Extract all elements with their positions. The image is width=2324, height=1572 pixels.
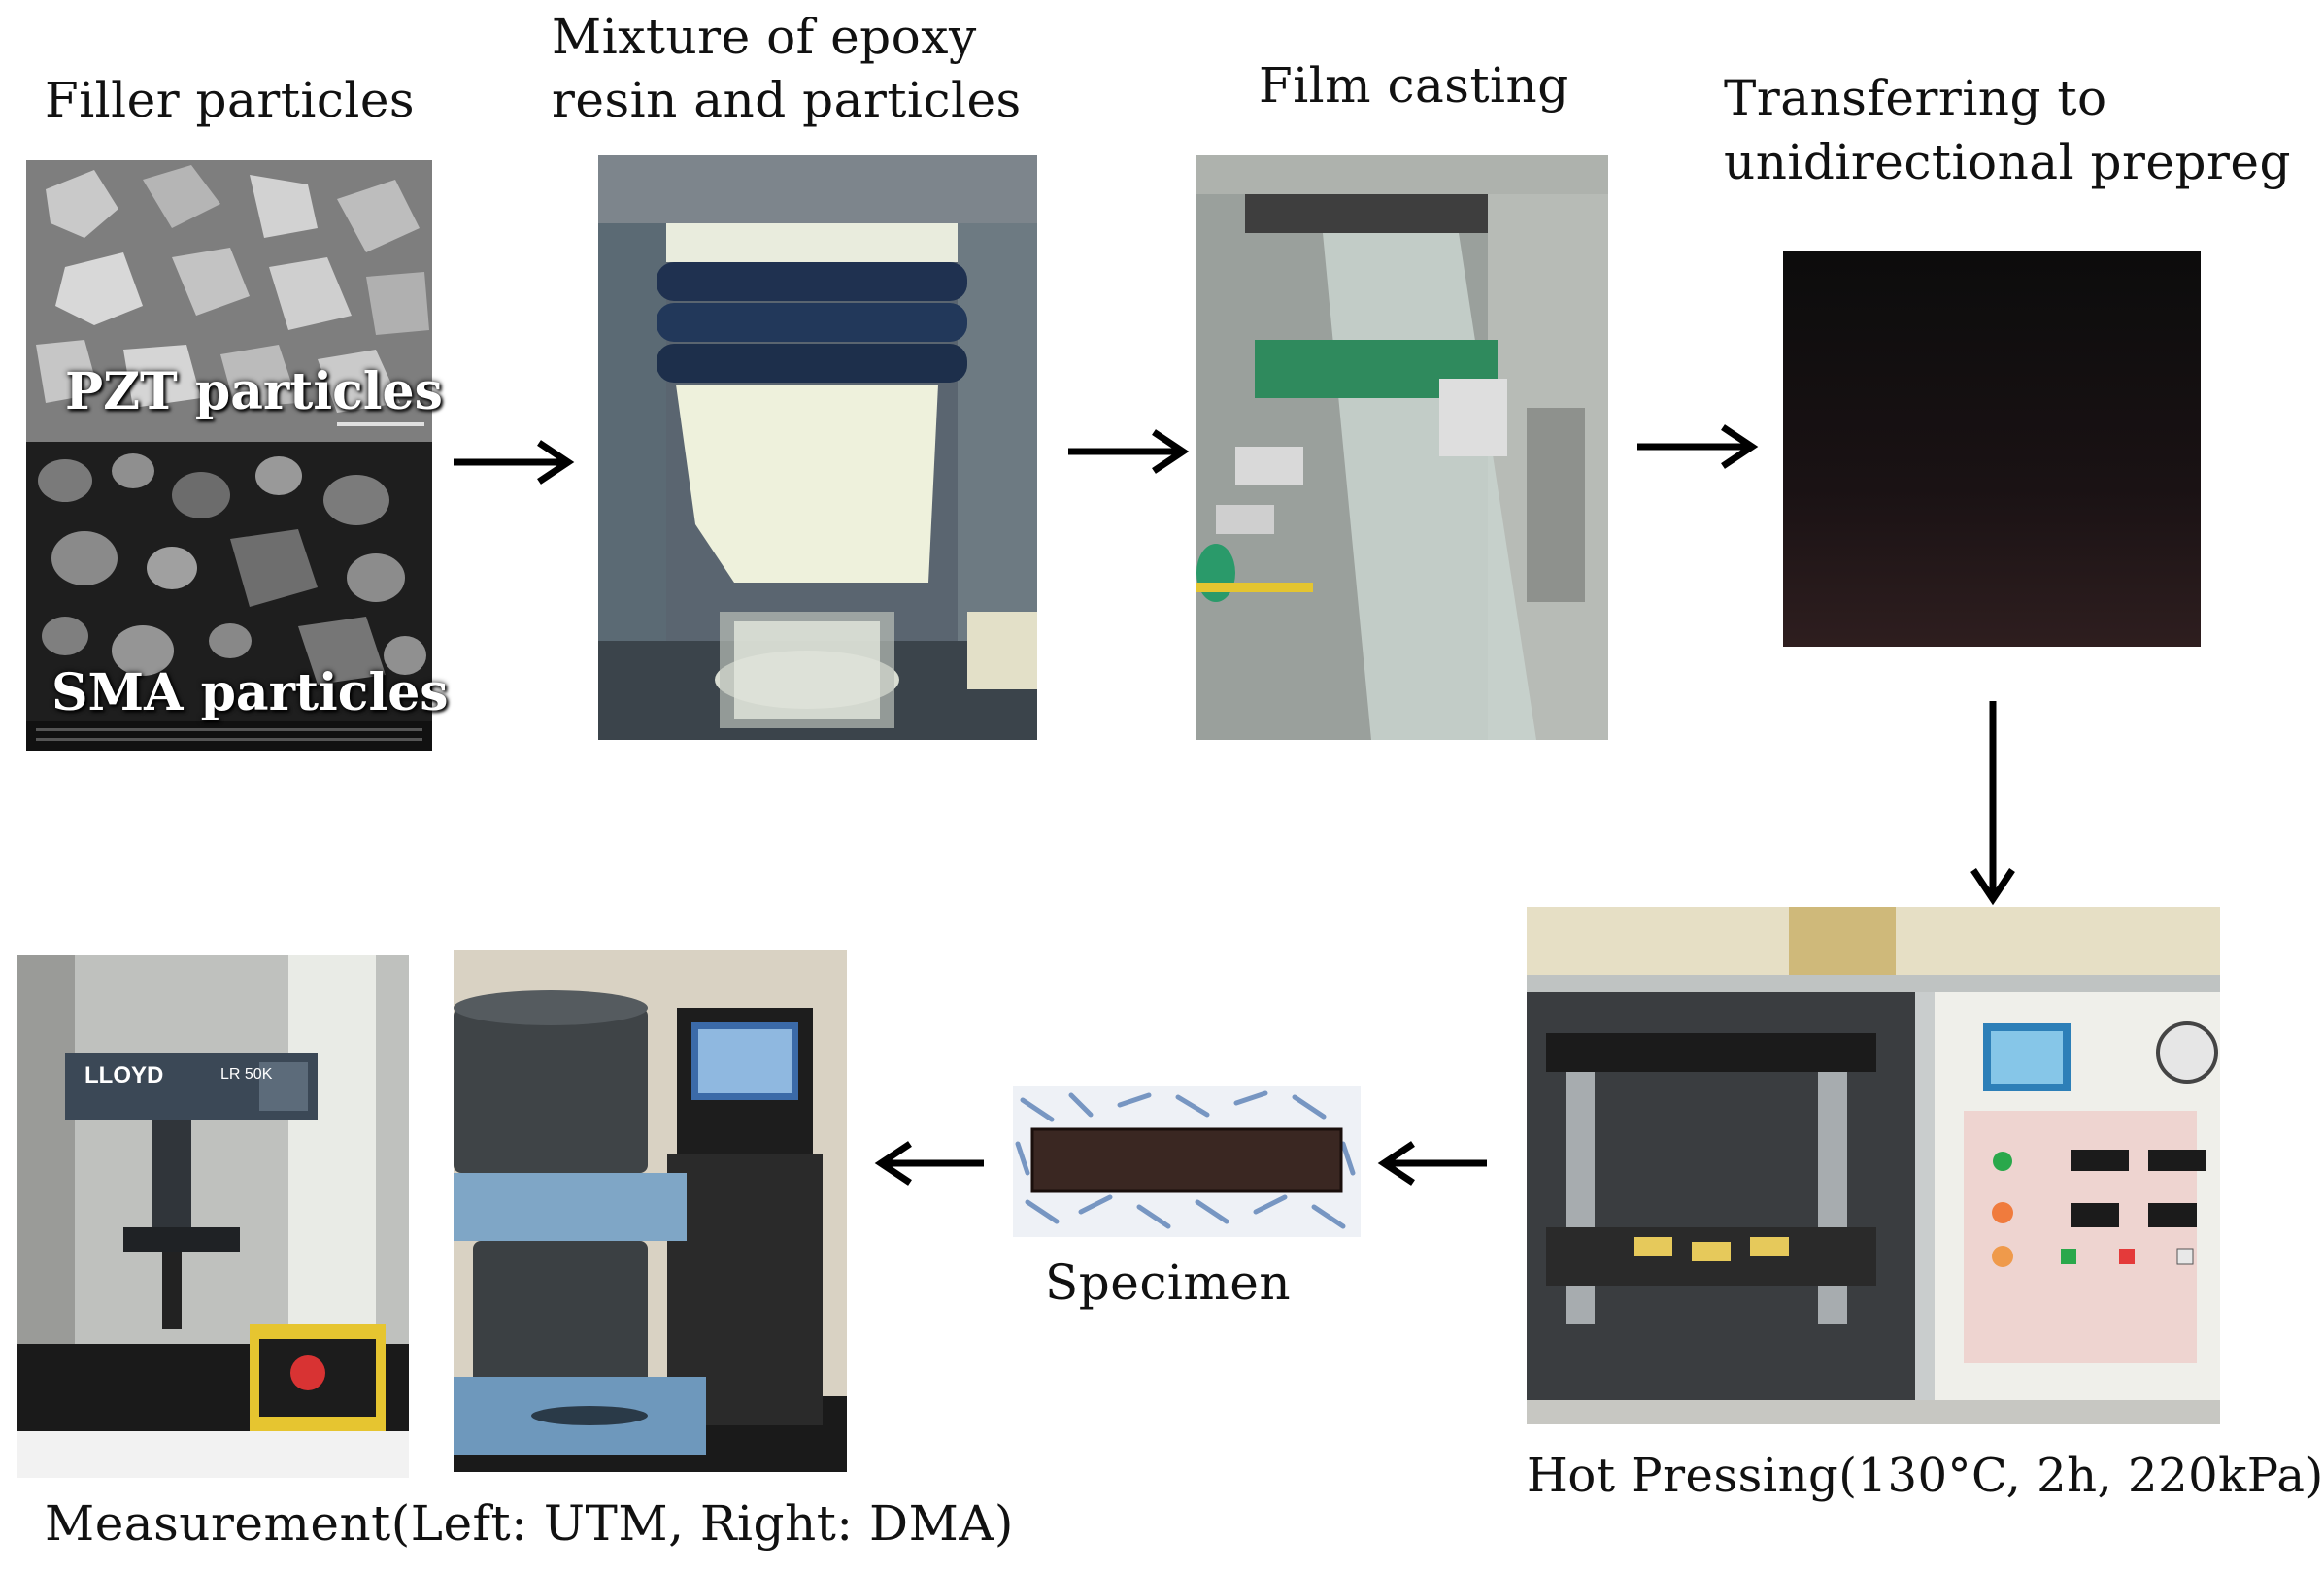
arrow-mixture-to-film	[1068, 429, 1190, 474]
specimen-caption: Specimen	[1045, 1254, 1292, 1311]
utm-model-text: LR 50K	[220, 1066, 273, 1083]
utm-machine-photo: LLOYD LR 50K	[17, 955, 409, 1478]
film-casting-photo	[1196, 155, 1608, 740]
unidirectional-prepreg-photo	[1783, 251, 2201, 647]
dma-machine-photo	[454, 950, 847, 1472]
film-casting-title: Film casting	[1259, 57, 1569, 114]
arrow-specimen-to-measurement	[874, 1141, 984, 1186]
utm-brand-text: LLOYD	[84, 1062, 164, 1088]
arrow-hot-pressing-to-specimen	[1377, 1141, 1487, 1186]
transfer-title-line1: Transferring to	[1724, 70, 2107, 126]
three-roll-mill-photo	[598, 155, 1037, 740]
specimen-photo	[1013, 1086, 1361, 1237]
mixture-title-line1: Mixture of epoxy	[552, 9, 977, 65]
filler-particles-title: Filler particles	[45, 72, 416, 128]
arrow-film-to-prepreg	[1637, 424, 1759, 469]
pzt-sem-image: PZT particles	[26, 160, 443, 442]
hot-pressing-caption: Hot Pressing(130°C, 2h, 220kPa)	[1527, 1449, 2324, 1503]
arrow-prepreg-to-hot-pressing	[1970, 701, 2015, 906]
hot-press-photo	[1527, 907, 2220, 1424]
arrow-filler-to-mixture	[454, 440, 575, 485]
mixture-title-line2: resin and particles	[552, 72, 1022, 128]
sma-sem-image: SMA particles	[26, 442, 449, 751]
transfer-title-line2: unidirectional prepreg	[1724, 134, 2291, 190]
sma-particles-label: SMA particles	[51, 663, 449, 722]
pzt-particles-label: PZT particles	[65, 362, 443, 421]
measurement-caption: Measurement(Left: UTM, Right: DMA)	[45, 1495, 1014, 1552]
